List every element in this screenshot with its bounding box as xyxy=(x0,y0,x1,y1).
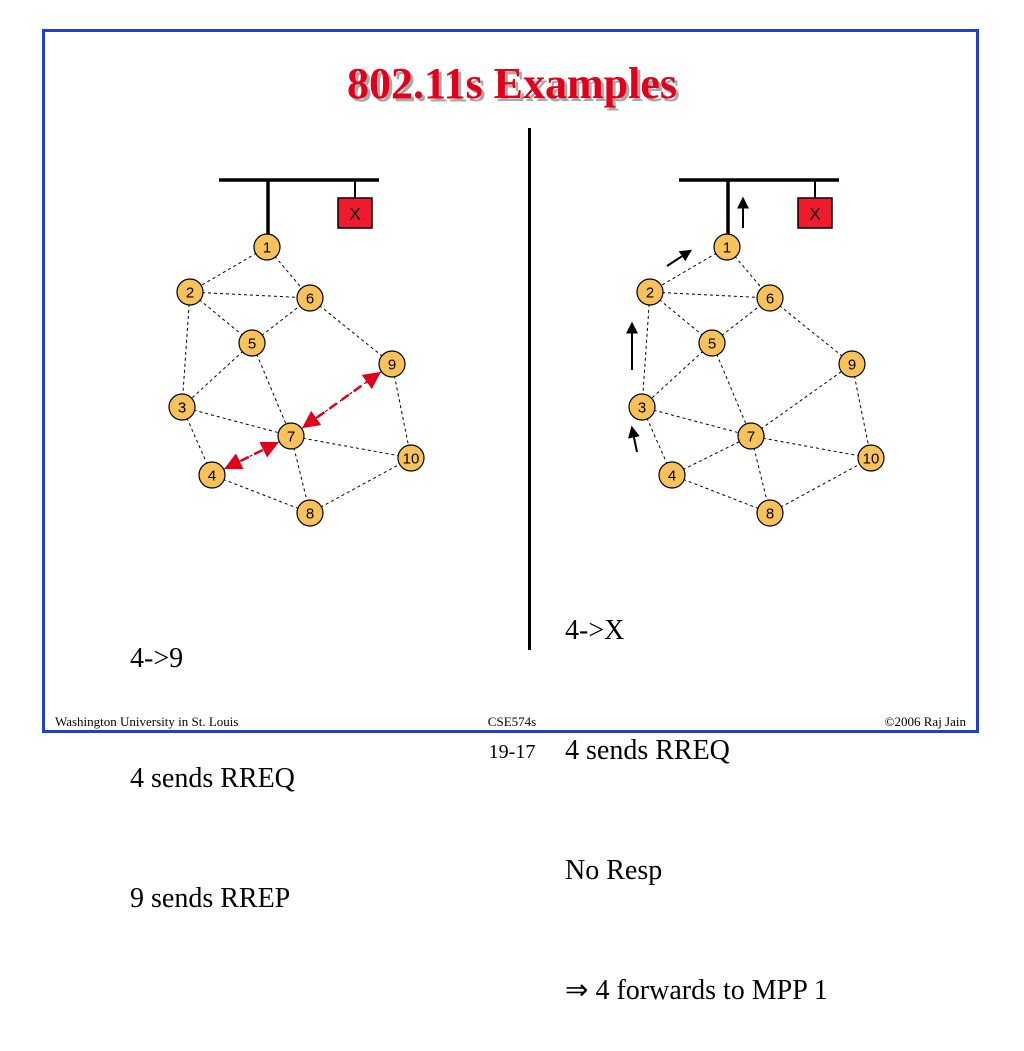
right-node-6: 6 xyxy=(756,284,784,312)
left-node-9: 9 xyxy=(378,350,406,378)
right-node-10: 10 xyxy=(857,444,885,472)
left-link-7-10 xyxy=(290,435,412,459)
right-forward-arrow-3 xyxy=(666,249,693,267)
right-caption-line-1: 4->X xyxy=(565,615,625,646)
right-node-label-6: 6 xyxy=(766,291,774,308)
left-link-8-10 xyxy=(309,457,412,514)
left-node-8: 8 xyxy=(296,499,324,527)
right-external-node-label: X xyxy=(809,205,820,224)
left-node-label-5: 5 xyxy=(248,336,256,353)
left-link-6-9 xyxy=(309,297,393,365)
left-node-7: 7 xyxy=(277,422,305,450)
left-external-node-label: X xyxy=(349,205,360,224)
right-node-label-2: 2 xyxy=(646,285,654,302)
left-node-5: 5 xyxy=(238,329,266,357)
left-node-1: 1 xyxy=(253,233,281,261)
left-node-label-7: 7 xyxy=(287,429,295,446)
left-link-5-3 xyxy=(181,342,253,408)
divider-line xyxy=(528,128,531,650)
right-caption-line-4: ⇒ 4 forwards to MPP 1 xyxy=(565,975,828,1006)
left-node-6: 6 xyxy=(296,284,324,312)
right-node-2: 2 xyxy=(636,278,664,306)
left-link-1-2 xyxy=(189,246,268,293)
right-link-5-3 xyxy=(641,342,713,408)
right-link-2-6 xyxy=(649,291,771,299)
left-node-3: 3 xyxy=(168,393,196,421)
right-node-8: 8 xyxy=(756,499,784,527)
left-link-2-6 xyxy=(189,291,311,299)
mesh-diagrams: X 1 2 3 4 5 6 7 8 9 10 X 1 2 3 4 5 6 7 8 9 10 xyxy=(168,178,885,527)
right-node-7: 7 xyxy=(737,422,765,450)
right-node-5: 5 xyxy=(698,329,726,357)
left-node-label-10: 10 xyxy=(403,451,420,468)
left-route-arrow-4-7 xyxy=(224,441,279,470)
right-node-label-10: 10 xyxy=(863,451,880,468)
left-external-node-x: X xyxy=(337,197,373,229)
right-link-8-10 xyxy=(769,457,872,514)
right-link-5-7 xyxy=(711,342,752,437)
footer-institution: Washington University in St. Louis xyxy=(55,714,239,729)
right-caption-line-2: 4 sends RREQ xyxy=(565,735,730,766)
slide-title: 802.11s Examples xyxy=(346,59,678,108)
left-node-label-6: 6 xyxy=(306,291,314,308)
page-number: 19-17 xyxy=(488,741,536,763)
right-link-7-10 xyxy=(750,435,872,459)
right-node-9: 9 xyxy=(838,350,866,378)
left-caption-line-1: 4->9 xyxy=(130,643,184,674)
left-node-label-8: 8 xyxy=(306,506,314,523)
left-link-9-10 xyxy=(391,363,412,459)
right-link-6-9 xyxy=(769,297,853,365)
right-forward-arrow-1 xyxy=(628,425,640,453)
left-node-10: 10 xyxy=(397,444,425,472)
left-node-label-1: 1 xyxy=(263,240,271,257)
right-caption: 4->X 4 sends RREQ No Resp ⇒ 4 forwards t… xyxy=(565,531,828,1051)
left-caption-line-3: 9 sends RREP xyxy=(130,883,291,914)
left-caption-line-2: 4 sends RREQ xyxy=(130,763,295,794)
right-node-label-7: 7 xyxy=(747,429,755,446)
footer-course: CSE574s xyxy=(487,714,537,729)
right-node-label-1: 1 xyxy=(723,240,731,257)
right-node-3: 3 xyxy=(628,393,656,421)
right-node-label-3: 3 xyxy=(638,400,646,417)
right-node-label-9: 9 xyxy=(848,357,856,374)
right-node-label-4: 4 xyxy=(668,468,676,485)
left-node-label-9: 9 xyxy=(388,357,396,374)
left-link-2-3 xyxy=(181,291,191,408)
left-node-4: 4 xyxy=(198,461,226,489)
left-link-4-8 xyxy=(211,474,311,514)
right-node-1: 1 xyxy=(713,233,741,261)
left-mesh-diagram: X 1 2 3 4 5 6 7 8 9 10 xyxy=(168,178,425,527)
left-route-arrow-7-9 xyxy=(301,371,382,429)
right-node-label-8: 8 xyxy=(766,506,774,523)
right-link-4-8 xyxy=(671,474,771,514)
right-link-7-9 xyxy=(750,363,853,437)
left-link-5-7 xyxy=(251,342,292,437)
right-node-label-5: 5 xyxy=(708,336,716,353)
right-link-9-10 xyxy=(851,363,872,459)
right-link-2-3 xyxy=(641,291,651,408)
right-mesh-diagram: X 1 2 3 4 5 6 7 8 9 10 xyxy=(626,178,885,527)
right-external-node-x: X xyxy=(797,197,833,229)
right-link-3-7 xyxy=(641,406,752,437)
left-node-2: 2 xyxy=(176,278,204,306)
left-link-3-7 xyxy=(181,406,292,437)
right-node-4: 4 xyxy=(658,461,686,489)
footer-copyright: ©2006 Raj Jain xyxy=(884,714,966,729)
left-node-label-4: 4 xyxy=(208,468,216,485)
right-link-4-7 xyxy=(671,435,752,476)
right-link-1-2 xyxy=(649,246,728,293)
right-caption-line-3: No Resp xyxy=(565,855,663,886)
left-node-label-3: 3 xyxy=(178,400,186,417)
slide-frame xyxy=(42,29,979,733)
left-node-label-2: 2 xyxy=(186,285,194,302)
